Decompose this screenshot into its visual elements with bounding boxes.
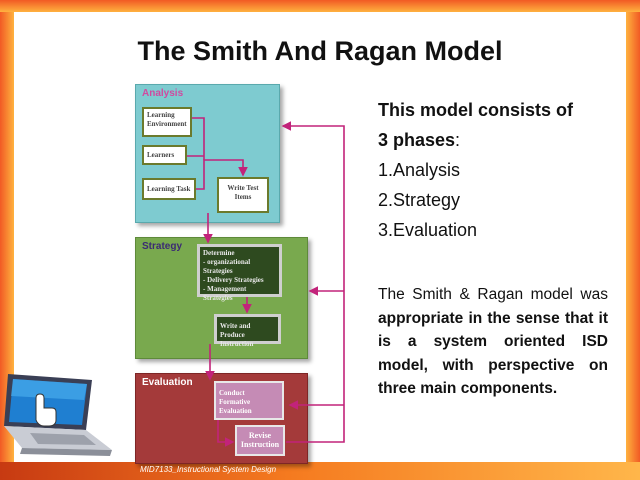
intro-line2-bold: 3 phases <box>378 130 456 150</box>
conduct-formative-evaluation-box: Conduct Formative Evaluation <box>214 381 284 420</box>
learners-box: Learners <box>142 145 187 165</box>
write-produce-line2: Instruction <box>220 340 254 348</box>
learners-label: Learners <box>147 151 175 159</box>
revise-instruction-box: Revise Instruction <box>235 425 285 456</box>
phase-item-analysis: 1.Analysis <box>378 160 461 180</box>
feedback-loop-line <box>281 121 345 443</box>
learning-task-box: Learning Task <box>142 178 196 200</box>
determine-line1: Determine <box>203 249 235 257</box>
conduct-line1: Conduct <box>219 389 245 397</box>
intro-line1: This model consists of <box>378 95 618 125</box>
connector-conduct-revise <box>217 420 235 447</box>
learning-environment-line1: Learning <box>147 111 175 119</box>
write-test-line2: Items <box>234 193 252 201</box>
evaluation-phase-label: Evaluation <box>142 377 193 388</box>
intro-line2: 3 phases: <box>378 125 618 155</box>
slide-canvas <box>14 12 626 462</box>
determine-line3: - Delivery Strategies <box>203 276 264 284</box>
top-decorative-band <box>0 0 640 12</box>
intro-line2-rest: : <box>455 130 461 150</box>
learning-environment-line2: Environment <box>147 120 187 128</box>
description-bold: appropriate in the sense that it is a sy… <box>378 309 608 398</box>
learning-environment-box: Learning Environment <box>142 107 192 137</box>
revise-line2: Instruction <box>240 440 280 449</box>
bottom-decorative-band <box>0 462 640 480</box>
connector-task <box>196 159 248 190</box>
intro-line1-text: This model consists of <box>378 100 574 120</box>
intro-text-block: This model consists of 3 phases: 1.Analy… <box>378 95 618 245</box>
determine-line4: - Management Strategies <box>203 285 247 302</box>
laptop-hand-cursor-icon <box>4 374 112 456</box>
phase-item-strategy: 2.Strategy <box>378 190 461 210</box>
strategy-phase-label: Strategy <box>142 241 183 252</box>
phase-item-evaluation: 3.Evaluation <box>378 220 478 240</box>
write-test-line1: Write Test <box>227 184 259 192</box>
conduct-line2: Formative Evaluation <box>219 398 252 415</box>
description-paragraph: The Smith & Ragan model was appropriate … <box>378 283 608 401</box>
connector-environment <box>192 117 205 160</box>
determine-strategies-box: Determine - organizational Strategies - … <box>197 244 282 302</box>
learning-task-label: Learning Task <box>147 185 191 193</box>
revise-line1: Revise <box>248 431 272 440</box>
write-produce-line1: Write and Produce <box>220 322 251 339</box>
description-plain: The Smith & Ragan model was <box>378 286 608 303</box>
write-test-items-box: Write Test Items <box>217 177 269 213</box>
write-produce-instruction-box: Write and Produce Instruction <box>214 314 281 348</box>
slide-title: The Smith And Ragan Model <box>137 36 503 66</box>
analysis-phase-label: Analysis <box>142 88 184 99</box>
footer-course-label: MID7133_Instructional System Design <box>140 465 277 474</box>
right-decorative-band <box>626 12 640 462</box>
left-decorative-band <box>0 12 14 462</box>
determine-line2: - organizational Strategies <box>203 258 251 275</box>
